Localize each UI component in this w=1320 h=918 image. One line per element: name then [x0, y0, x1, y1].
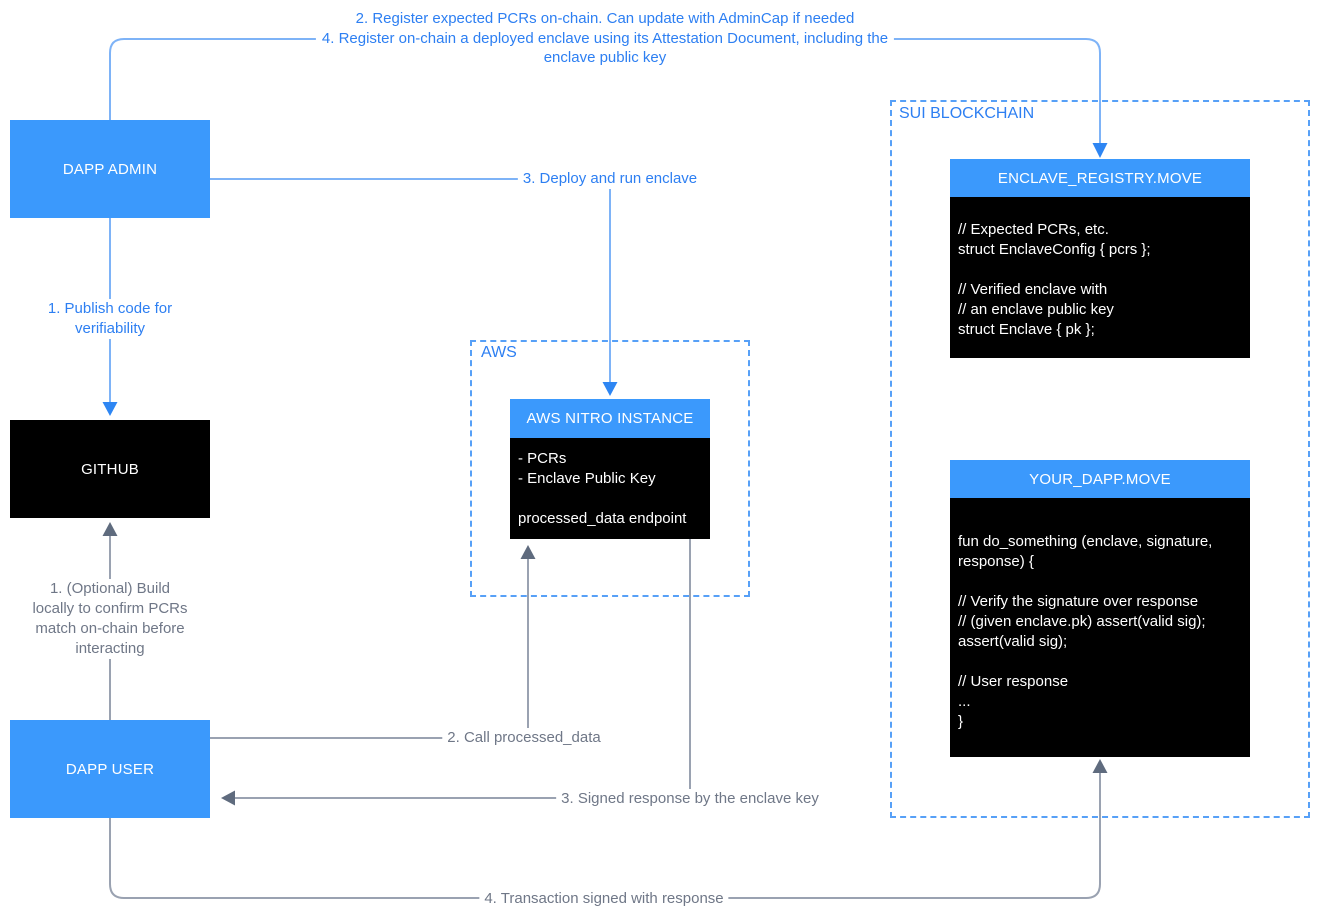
dapp-admin-label: DAPP ADMIN — [62, 160, 158, 178]
aws-nitro-instance-node: AWS NITRO INSTANCE - PCRs - Enclave Publ… — [510, 399, 710, 539]
your-dapp-body: fun do_something (enclave, signature, re… — [950, 498, 1250, 757]
github-label: GITHUB — [81, 460, 139, 478]
edge-label-deploy-enclave: 3. Deploy and run enclave — [517, 169, 703, 189]
dapp-admin-node: DAPP ADMIN — [10, 120, 210, 218]
your-dapp-node: YOUR_DAPP.MOVE fun do_something (enclave… — [950, 460, 1250, 757]
note-register-pcrs: 2. Register expected PCRs on-chain. Can … — [315, 9, 895, 68]
github-node: GITHUB — [10, 420, 210, 518]
edge-label-transaction-signed: 4. Transaction signed with response — [479, 889, 729, 909]
arrowhead-optional-build — [102, 522, 118, 536]
enclave-registry-node: ENCLAVE_REGISTRY.MOVE // Expected PCRs, … — [950, 159, 1250, 358]
aws-group-label: AWS — [481, 344, 517, 361]
aws-nitro-instance-body: - PCRs - Enclave Public Key processed_da… — [510, 438, 710, 539]
dapp-user-node: DAPP USER — [10, 720, 210, 818]
edge-label-publish-code: 1. Publish code for verifiability — [42, 299, 178, 339]
enclave-registry-title: ENCLAVE_REGISTRY.MOVE — [950, 159, 1250, 197]
arrowhead-signed-response — [221, 790, 235, 806]
your-dapp-title: YOUR_DAPP.MOVE — [950, 460, 1250, 498]
enclave-registry-body: // Expected PCRs, etc. struct EnclaveCon… — [950, 197, 1250, 358]
edge-label-signed-response: 3. Signed response by the enclave key — [556, 789, 824, 809]
arrowhead-publish-code — [102, 402, 118, 416]
edge-label-call-processed-data: 2. Call processed_data — [442, 728, 606, 748]
aws-nitro-instance-title: AWS NITRO INSTANCE — [510, 399, 710, 438]
dapp-user-label: DAPP USER — [65, 760, 155, 778]
edge-label-optional-build: 1. (Optional) Build locally to confirm P… — [27, 579, 193, 659]
sui-blockchain-group-label: SUI BLOCKCHAIN — [899, 105, 1035, 122]
